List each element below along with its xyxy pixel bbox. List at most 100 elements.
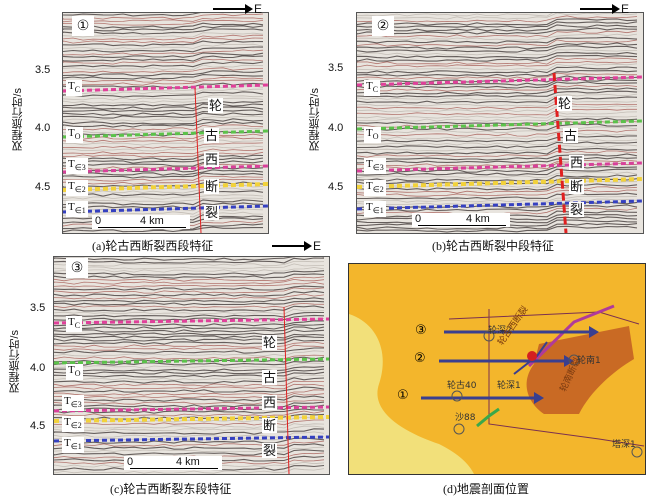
seismic-reflector — [54, 377, 325, 384]
seismic-reflector — [54, 323, 325, 330]
map-well-label-lungu40: 轮古40 — [447, 381, 477, 391]
seismic-reflector — [54, 311, 324, 318]
horizon-line-te1 — [54, 435, 329, 443]
horizon-line-tc — [54, 317, 329, 325]
seismic-reflector — [54, 431, 325, 438]
seismic-reflector — [357, 102, 638, 110]
horizon-te1-c: T∈1 — [62, 437, 84, 454]
seismic-reflector — [357, 139, 638, 146]
fault-label-a-1: 轮 — [208, 98, 224, 113]
seismic-reflector — [357, 177, 638, 185]
seismic-reflector — [63, 115, 264, 122]
seismic-reflector — [357, 36, 638, 44]
east-arrow-b: E — [580, 2, 629, 16]
seismic-reflector — [63, 145, 264, 152]
seismic-reflector — [54, 350, 325, 357]
seismic-reflector — [63, 76, 264, 83]
seismic-reflector — [63, 88, 264, 95]
seismic-section-a — [62, 12, 269, 234]
east-arrow-a: E — [213, 2, 262, 16]
caption-a: (a)轮古西断裂西段特征 — [92, 239, 214, 253]
seismic-reflector — [63, 46, 264, 53]
seismic-reflector — [357, 87, 638, 95]
horizon-line-te1 — [63, 204, 268, 214]
light-zone — [349, 314, 474, 474]
seismic-reflector — [63, 37, 264, 44]
horizon-te3-a: T∈3 — [66, 158, 88, 175]
seismic-reflector — [63, 103, 264, 110]
fault-label-a-4: 断 — [204, 179, 220, 194]
seismic-reflector — [63, 151, 264, 158]
seismic-reflector — [357, 195, 638, 203]
seismic-reflector — [54, 362, 325, 369]
fault-label-b-2: 古 — [563, 128, 579, 143]
seismic-reflector — [357, 78, 638, 86]
fault-label-c-4: 断 — [262, 418, 278, 433]
well-lunshen2 — [483, 330, 495, 342]
profile-arrow-1-head — [534, 392, 544, 404]
seismic-reflector — [54, 380, 325, 387]
seismic-reflector — [357, 72, 638, 80]
seismic-reflector — [63, 175, 263, 182]
seismic-reflector — [357, 114, 638, 122]
y-tick-b-2: 4.0 — [328, 122, 344, 134]
seismic-reflector — [63, 169, 264, 176]
seismic-reflector — [357, 108, 637, 116]
seismic-background — [63, 13, 268, 233]
seismic-reflector — [357, 165, 638, 173]
seismic-reflector — [63, 139, 264, 146]
y-axis-label-b: 双程旅行时/s — [309, 88, 321, 152]
seismic-reflector — [357, 141, 638, 149]
horizon-te3-b: T∈3 — [364, 158, 386, 175]
panel-number-a: ① — [72, 16, 94, 36]
fault-south-line — [476, 407, 500, 428]
fault-line — [552, 72, 568, 233]
seismic-reflector — [357, 162, 638, 170]
seismic-image-b — [357, 13, 643, 233]
seismic-reflector — [54, 368, 325, 375]
seismic-reflector — [357, 153, 638, 161]
horizon-to-c: TO — [66, 364, 83, 381]
seismic-reflector — [54, 354, 325, 360]
fault-label-a-5: 裂 — [204, 205, 220, 220]
seismic-reflector — [357, 123, 638, 131]
seismic-reflector — [357, 49, 637, 56]
horizon-te1-a: T∈1 — [66, 201, 88, 218]
location-map — [348, 263, 646, 475]
seismic-reflector — [357, 61, 638, 68]
fault-west-line — [527, 304, 615, 368]
dark-zone — [526, 326, 634, 414]
seismic-reflector — [63, 82, 264, 89]
seismic-reflector — [63, 43, 264, 50]
scale-bar-b: 0 4 km — [412, 213, 510, 227]
seismic-reflector — [54, 278, 325, 285]
seismic-reflector — [63, 124, 263, 131]
seismic-reflector — [357, 27, 638, 35]
seismic-reflector — [357, 150, 638, 158]
y-tick-c-2: 4.0 — [30, 362, 46, 374]
fault-label-b-4: 断 — [569, 179, 585, 194]
seismic-reflector — [63, 58, 264, 65]
seismic-reflector — [54, 443, 325, 450]
seismic-reflector — [357, 96, 638, 104]
seismic-reflector — [54, 344, 325, 351]
fault-label-c-3: 西 — [262, 395, 278, 410]
seismic-reflector — [357, 93, 638, 101]
y-tick-c-1: 3.5 — [30, 302, 46, 314]
seismic-reflector — [357, 204, 638, 212]
fault-label-c-5: 裂 — [262, 443, 278, 458]
panel-number-c: ③ — [66, 258, 88, 278]
seismic-reflector — [357, 222, 638, 230]
horizon-te3-c: T∈3 — [62, 395, 84, 412]
seismic-reflector — [63, 208, 264, 215]
seismic-reflector — [357, 69, 638, 77]
seismic-reflector — [357, 117, 638, 125]
seismic-image-a — [63, 13, 268, 233]
seismic-image-c — [54, 257, 329, 474]
seismic-reflector — [54, 437, 325, 444]
seismic-reflector — [54, 308, 325, 315]
fault-label-b-5: 裂 — [569, 202, 585, 217]
seismic-reflector — [63, 157, 264, 164]
seismic-reflector — [54, 263, 325, 270]
seismic-reflector — [63, 187, 264, 194]
